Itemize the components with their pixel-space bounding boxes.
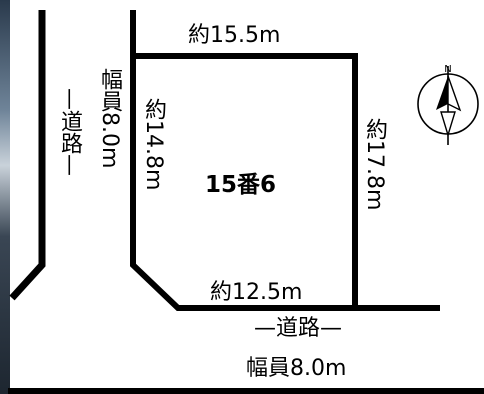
bottom-dimension-label: 約12.5m — [210, 280, 303, 305]
lot-boundary — [130, 10, 358, 311]
top-dimension-label: 約15.5m — [188, 23, 281, 48]
west-road-left-edge — [9, 10, 46, 301]
west-road-width: 幅員8.0m — [97, 68, 122, 169]
left-dimension-label: 約14.8m — [141, 98, 166, 191]
photo-edge-strip — [0, 0, 10, 394]
south-road-name: —道路— — [254, 316, 343, 341]
west-road-name: —道路— — [57, 88, 82, 176]
north-label: N — [444, 64, 451, 75]
lot-number: 15番6 — [205, 172, 277, 198]
right-dimension-label: 約17.8m — [362, 118, 387, 211]
north-arrow-icon — [417, 66, 479, 145]
south-road-width: 幅員8.0m — [246, 356, 347, 381]
